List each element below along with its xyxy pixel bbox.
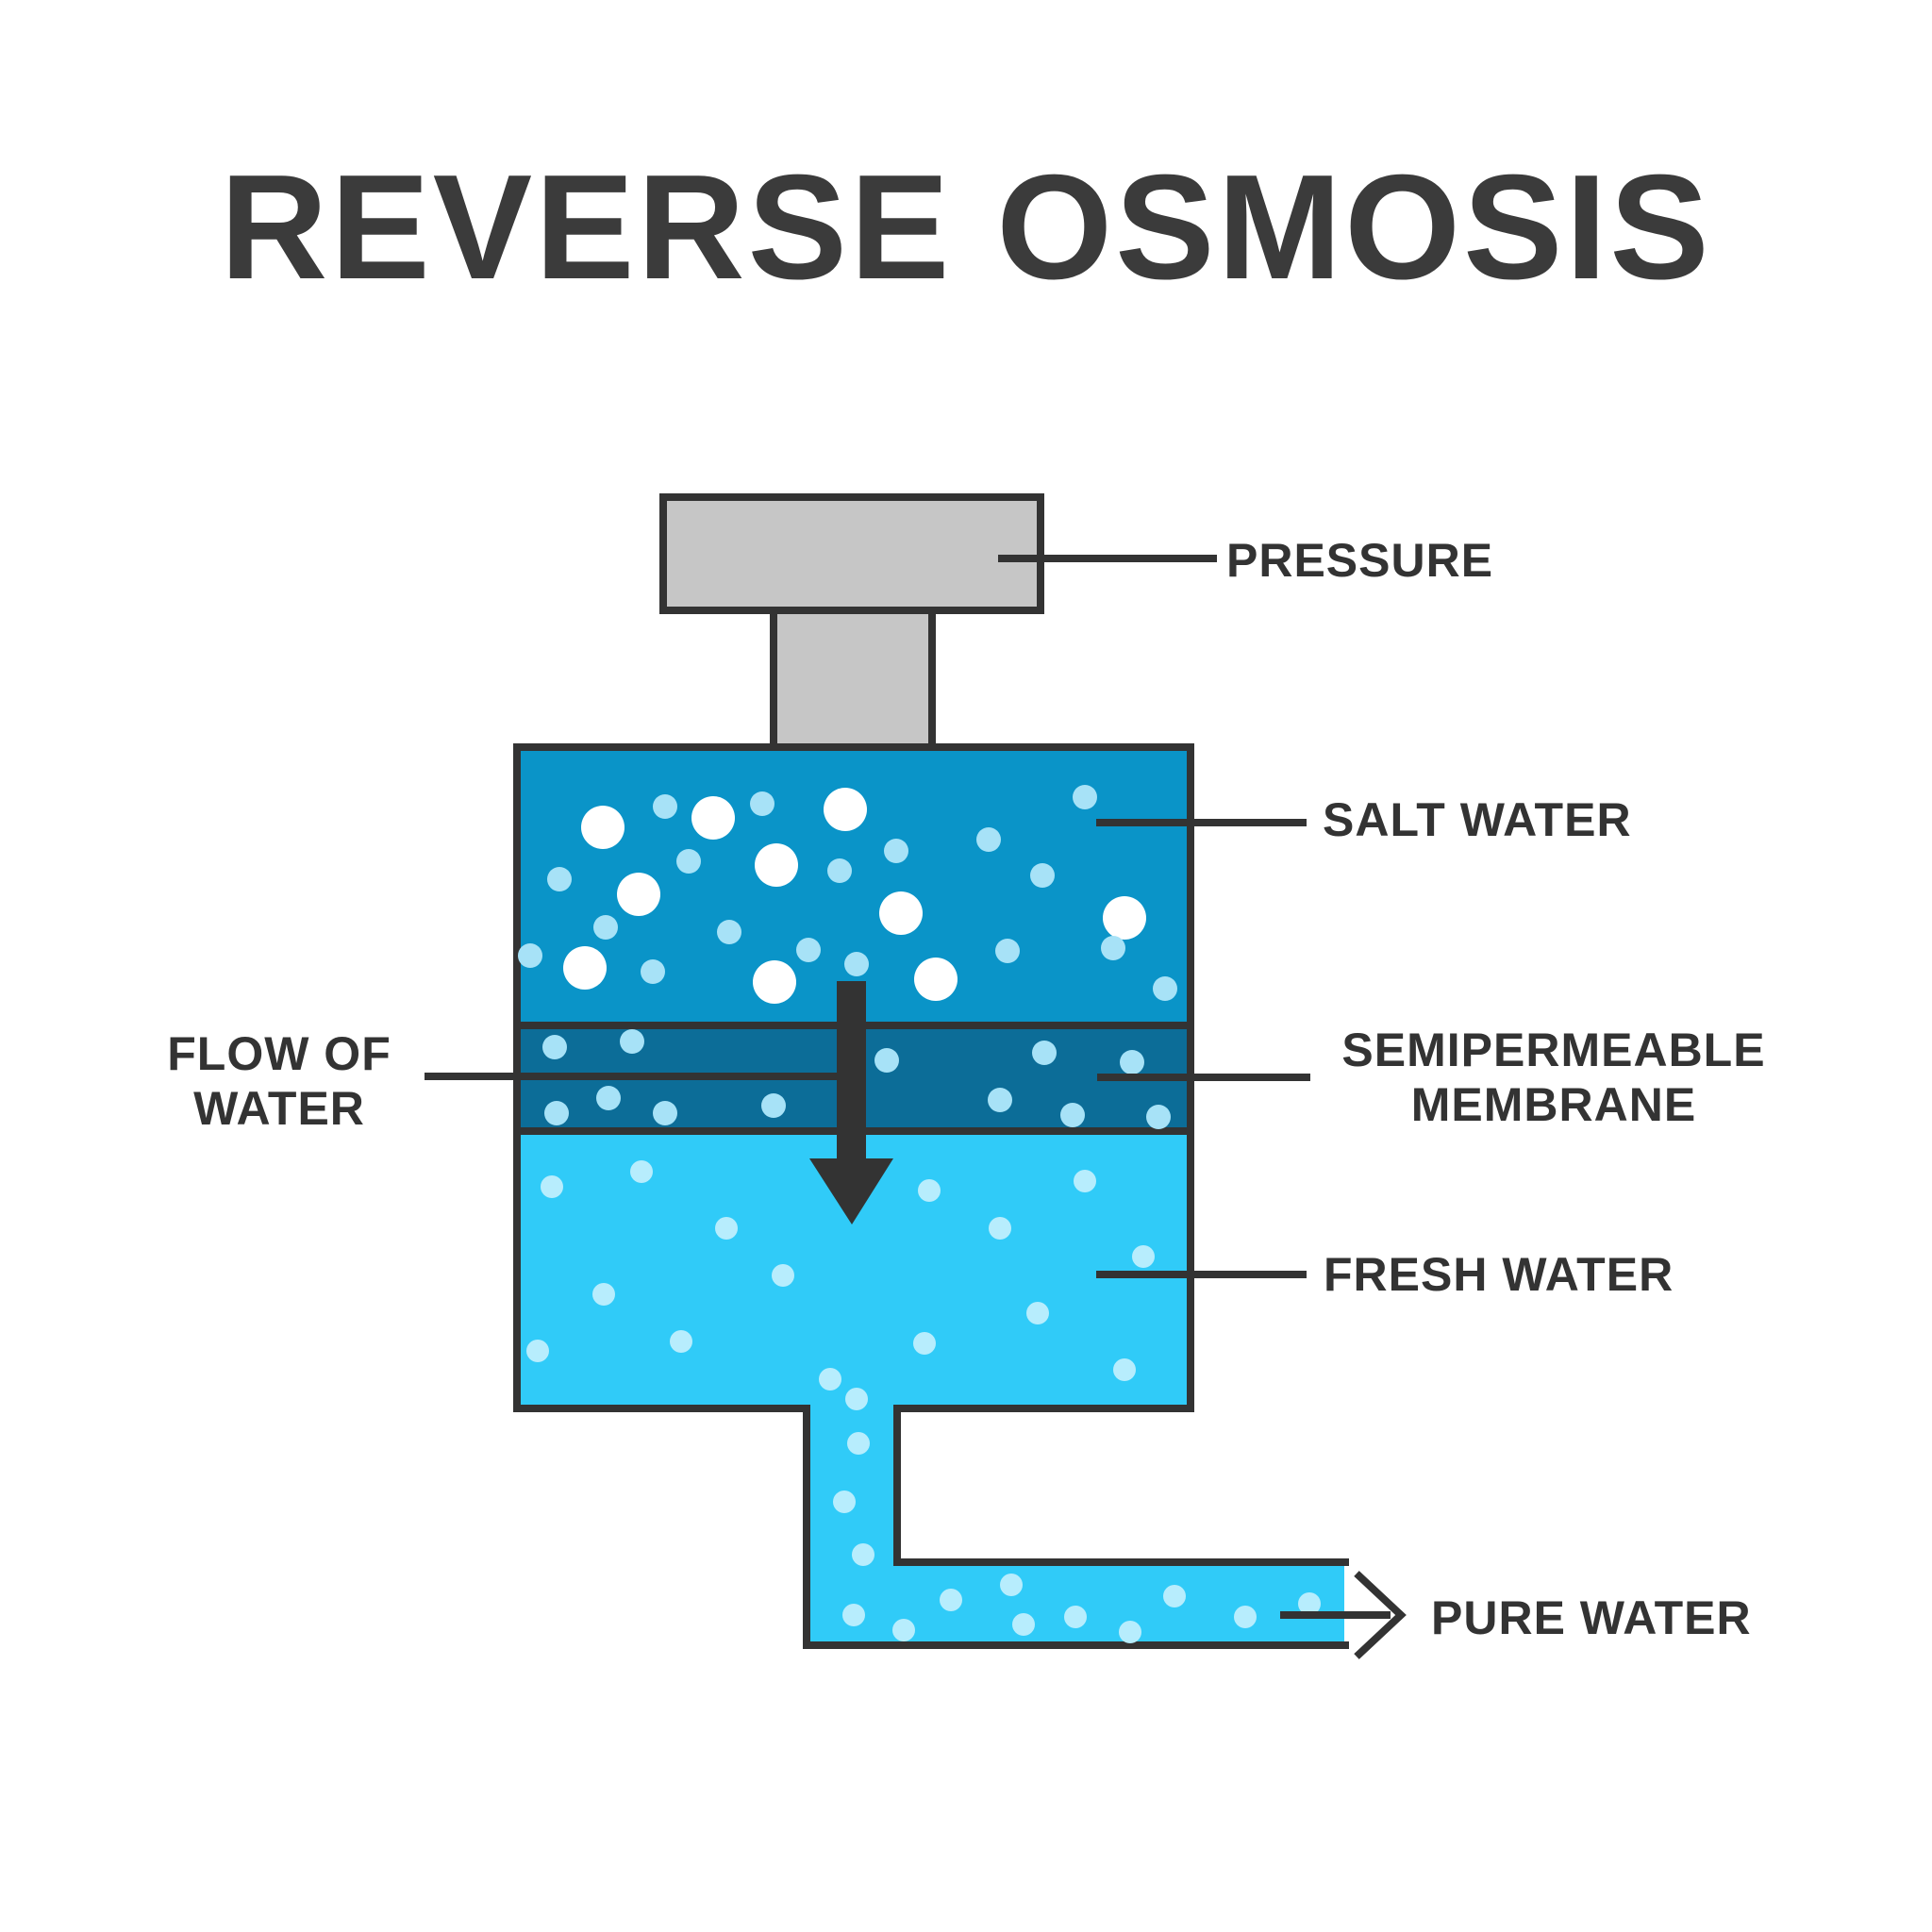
salt-particles-large-dot [753,960,796,1004]
pressure-piston-head [659,493,1044,614]
fresh-water-molecules-dot [918,1179,941,1202]
salt-particles-large-dot [617,873,660,916]
fresh-water-molecules-dot [772,1264,794,1287]
salt-particles-large-dot [1103,896,1146,940]
salt-water-molecules-dot [547,867,572,891]
salt-water-molecules-dot [676,849,701,874]
label-semipermeable-line2: MEMBRANE [1410,1078,1697,1131]
membrane-molecules-dot [874,1048,899,1073]
fresh-water-connector [1096,1271,1307,1278]
fresh-water-molecules-dot [592,1283,615,1306]
salt-water-molecules-dot [593,915,618,940]
pipe-molecules-dot [940,1589,962,1611]
pipe-molecules-dot [1064,1606,1087,1628]
membrane-molecules-dot [1120,1050,1144,1074]
fresh-water-molecules-dot [670,1330,692,1353]
membrane-molecules-dot [1146,1105,1171,1129]
label-pressure: PRESSURE [1226,534,1494,587]
salt-water-molecules-dot [884,839,908,863]
pipe-molecules-dot [842,1604,865,1626]
membrane-connector [1097,1074,1310,1081]
salt-particles-large-dot [755,843,798,887]
fresh-water-molecules-dot [1113,1358,1136,1381]
label-flow-line2: WATER [193,1082,365,1135]
salt-particles-large-dot [691,796,735,840]
label-salt-water: SALT WATER [1323,793,1632,846]
fresh-water-molecules-dot [845,1388,868,1410]
pipe-molecules-dot [1119,1621,1141,1643]
fresh-water-molecules-dot [1074,1170,1096,1192]
label-flow-of-water: FLOW OF WATER [91,1026,468,1136]
fresh-water-molecules-dot [819,1368,841,1391]
membrane-molecules-dot [596,1086,621,1110]
flow-down-arrow-icon [809,981,893,1224]
pressure-connector [998,555,1217,562]
spout-molecules-dot [847,1432,870,1455]
salt-water-molecules-dot [1101,936,1125,960]
spout-molecules-dot [833,1491,856,1513]
membrane-molecules-dot [544,1101,569,1125]
fresh-water-molecules-dot [526,1340,549,1362]
pipe-molecules-dot [892,1619,915,1641]
membrane-molecules-dot [542,1035,567,1059]
label-fresh-water: FRESH WATER [1324,1248,1674,1301]
label-flow-line1: FLOW OF [167,1027,391,1080]
membrane-molecules-dot [988,1088,1012,1112]
membrane-molecules-dot [620,1029,644,1054]
pipe-molecules-dot [1000,1574,1023,1596]
pipe-molecules-dot [1012,1613,1035,1636]
salt-water-molecules-dot [976,827,1001,852]
salt-water-connector [1096,819,1307,826]
salt-particles-large-dot [879,891,923,935]
salt-water-molecules-dot [1030,863,1055,888]
membrane-molecules-dot [653,1101,677,1125]
salt-water-molecules-dot [717,920,741,944]
fresh-water-molecules-dot [1132,1245,1155,1268]
membrane-molecules-dot [761,1093,786,1118]
fresh-water-molecules-dot [630,1160,653,1183]
pipe-molecules-dot [1163,1585,1186,1607]
fresh-water-molecules-dot [989,1217,1011,1240]
salt-water-molecules-dot [653,794,677,819]
membrane-molecules-dot [1060,1103,1085,1127]
fresh-water-molecules-dot [913,1332,936,1355]
salt-water-molecules-dot [518,943,542,968]
salt-particles-large-dot [914,958,958,1001]
label-pure-water: PURE WATER [1431,1591,1752,1644]
salt-particles-large-dot [563,946,607,990]
outlet-pipe-fill [810,1566,1344,1641]
salt-particles-large-dot [824,788,867,831]
label-semipermeable-membrane: SEMIPERMEABLE MEMBRANE [1318,1023,1790,1132]
salt-water-molecules-dot [796,938,821,962]
pipe-top-wall [893,1558,1349,1566]
salt-water-molecules-dot [844,952,869,976]
spout-molecules-dot [852,1543,874,1566]
spout-left-wall [803,1408,810,1649]
salt-particles-large-dot [581,806,625,849]
pipe-molecules-dot [1234,1606,1257,1628]
page-title: REVERSE OSMOSIS [220,144,1712,310]
salt-water-molecules-dot [1153,976,1177,1001]
pressure-piston-stem [770,614,936,747]
fresh-water-molecules-dot [1026,1302,1049,1324]
pipe-bottom-wall [803,1641,1349,1649]
salt-water-molecules-dot [827,858,852,883]
spout-right-wall [893,1408,901,1566]
label-semipermeable-line1: SEMIPERMEABLE [1341,1024,1766,1076]
pure-water-arrow-icon [1280,1571,1407,1659]
membrane-molecules-dot [1032,1041,1057,1065]
salt-water-molecules-dot [1073,785,1097,809]
salt-water-molecules-dot [750,791,774,816]
flow-of-water-connector [425,1073,837,1080]
fresh-water-molecules-dot [541,1175,563,1198]
salt-water-molecules-dot [641,959,665,984]
salt-water-molecules-dot [995,939,1020,963]
fresh-water-molecules-dot [715,1217,738,1240]
